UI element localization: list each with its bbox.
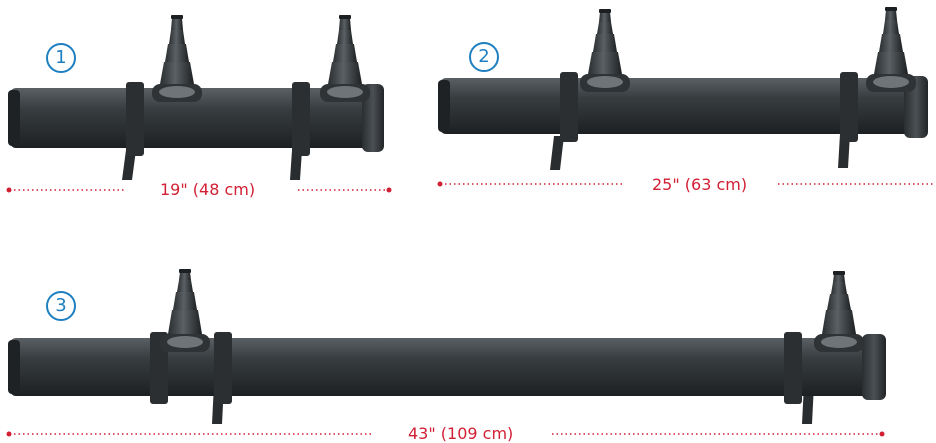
hose-nozzle (152, 15, 202, 102)
uv-clarifier-unit-2 (437, 7, 934, 187)
dimension-label: 19" (48 cm) (160, 180, 256, 199)
unit-number-badge: 1 (46, 43, 76, 73)
hose-nozzle (866, 7, 916, 92)
hose-nozzle (320, 15, 370, 102)
leg (290, 150, 302, 180)
clamp-band (840, 72, 858, 142)
tube-body (10, 338, 882, 396)
clamp-band (126, 82, 144, 156)
unit-number-badge: 3 (46, 291, 76, 321)
uv-clarifier-unit-3 (6, 269, 886, 437)
dimension-endpoint (6, 431, 12, 437)
clamp-band (292, 82, 310, 156)
hose-nozzle (814, 271, 864, 352)
hose-nozzle (580, 9, 630, 92)
tube-body (10, 88, 382, 148)
dimension-label: 43" (109 cm) (408, 424, 514, 443)
clamp-band (214, 332, 232, 404)
end-cap (362, 84, 384, 152)
clamp-band (560, 72, 578, 142)
end-cap (8, 340, 20, 394)
end-cap (862, 334, 886, 400)
uv-clarifier-unit-1 (6, 15, 392, 193)
dimension-endpoint (437, 181, 443, 187)
clamp-band (784, 332, 802, 404)
dimension-endpoint (386, 187, 392, 193)
leg (838, 134, 850, 168)
leg (550, 136, 564, 170)
end-cap (438, 80, 450, 132)
dimension-endpoint (879, 431, 885, 437)
end-cap (8, 90, 20, 146)
hose-nozzle (160, 269, 210, 352)
dimension-endpoint (6, 187, 12, 193)
leg (122, 150, 136, 180)
dimension-label: 25" (63 cm) (652, 175, 748, 194)
unit-number-badge: 2 (469, 42, 499, 72)
